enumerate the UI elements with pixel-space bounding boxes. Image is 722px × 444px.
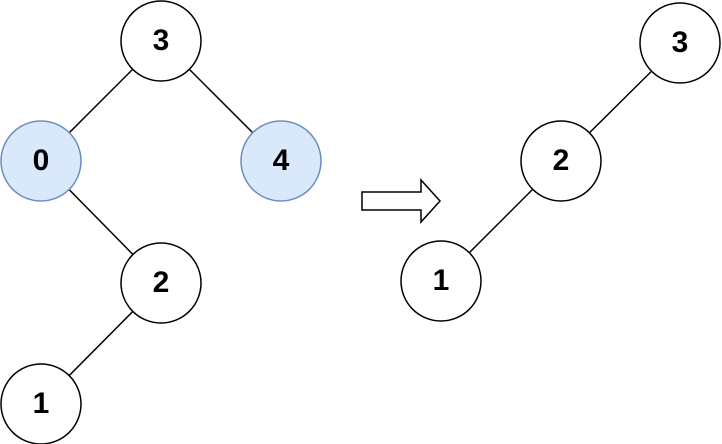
edges-layer (40, 40, 681, 405)
left_tree-node-circle (0, 120, 82, 202)
left_tree-node-2: 2 (120, 242, 202, 324)
left_tree-node-1: 1 (0, 363, 82, 444)
right_tree-node-circle (400, 240, 482, 322)
left_tree-node-4-removed: 4 (240, 120, 322, 202)
left_tree-node-label: 2 (153, 266, 170, 299)
arrow-layer (361, 178, 442, 224)
left_tree-node-label: 1 (33, 387, 50, 420)
left_tree-node-label: 4 (273, 144, 290, 177)
left_tree-node-circle (120, 0, 202, 82)
right_tree-node-label: 1 (433, 264, 450, 297)
right_tree-node-1: 1 (400, 240, 482, 322)
left_tree-node-0-removed: 0 (0, 120, 82, 202)
left_tree-node-3: 3 (120, 0, 202, 82)
left_tree-node-label: 3 (153, 24, 170, 57)
left_tree-node-circle (120, 242, 202, 324)
right_tree-node-2: 2 (520, 120, 602, 202)
right_tree-node-circle (639, 2, 721, 84)
left_tree-node-circle (0, 363, 82, 444)
right-arrow-icon (361, 178, 442, 224)
right_tree-node-label: 2 (553, 144, 570, 177)
left_tree-node-label: 0 (33, 144, 50, 177)
right_tree-node-3: 3 (639, 2, 721, 84)
right_tree-node-circle (520, 120, 602, 202)
left_tree-node-circle (240, 120, 322, 202)
right_tree-node-label: 3 (672, 26, 689, 59)
